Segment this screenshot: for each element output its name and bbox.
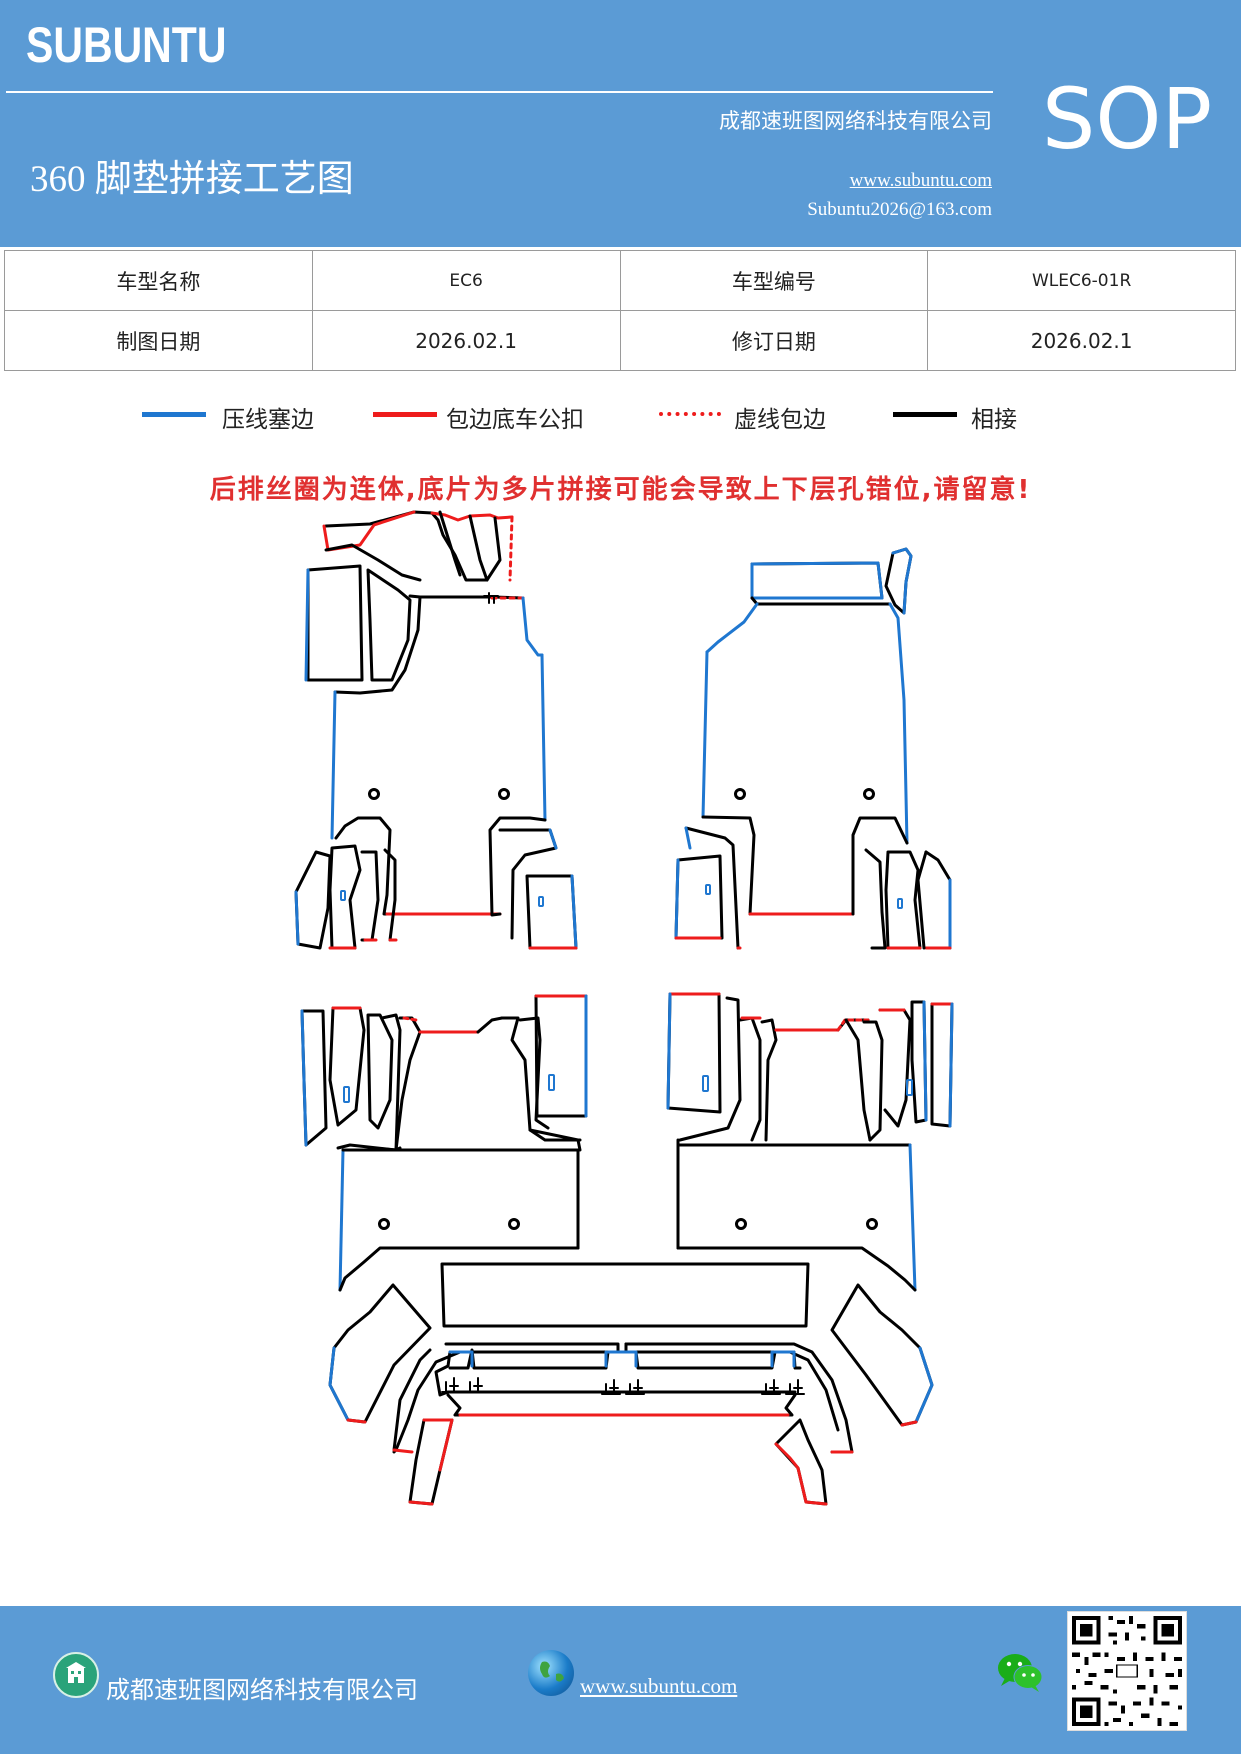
qr-code [1067,1611,1187,1731]
footer-website-link[interactable]: www.subuntu.com [580,1674,738,1698]
page-header: SUBUNTU 360 脚垫拼接工艺图 成都速班图网络科技有限公司 www.su… [0,0,1241,247]
brand-logo-text: SUBUNTU [26,17,227,73]
legend-swatch-black [893,412,957,417]
wechat-icon[interactable] [995,1650,1045,1694]
revise-date-label: 修订日期 [619,310,929,371]
legend-swatch-blue [142,412,206,417]
header-website-link[interactable]: www.subuntu.com [849,170,992,191]
draw-date-value: 2026.02.1 [311,310,621,371]
document-title: 360 脚垫拼接工艺图 [30,159,354,200]
table-row: 制图日期 2026.02.1 修订日期 2026.02.1 [4,310,1236,371]
legend-swatch-red [373,412,437,417]
vehicle-info-table: 车型名称 EC6 车型编号 WLEC6-01R 制图日期 2026.02.1 修… [4,250,1236,371]
globe-icon [528,1650,574,1696]
line-legend: 压线塞边 包边底车公扣 虚线包边 相接 [0,400,1241,440]
model-code-label: 车型编号 [619,250,929,311]
legend-swatch-red-dotted [659,412,721,416]
header-company-name: 成都速班图网络科技有限公司 [719,109,992,133]
draw-date-label: 制图日期 [4,310,313,371]
table-row: 车型名称 EC6 车型编号 WLEC6-01R [4,250,1236,311]
legend-label: 包边底车公扣 [446,407,584,432]
model-name-value: EC6 [311,250,621,311]
rear-left-mat [300,994,588,1292]
sop-label: SOP [1042,70,1213,168]
legend-label: 相接 [971,407,1017,432]
header-email: Subuntu2026@163.com [807,199,992,220]
header-divider [6,91,993,93]
front-right-mat [674,547,952,950]
front-left-mat [294,510,578,950]
building-icon [53,1652,99,1698]
legend-label: 压线塞边 [222,407,314,432]
revise-date-value: 2026.02.1 [927,310,1236,371]
rear-right-mat [666,992,954,1292]
legend-label: 虚线包边 [734,407,826,432]
warning-note: 后排丝圈为连体,底片为多片拼接可能会导致上下层孔错位,请留意! [209,475,1032,505]
model-code-value: WLEC6-01R [927,250,1236,311]
model-name-label: 车型名称 [4,250,313,311]
rear-bottom-mat [328,1246,934,1506]
footer-company-name: 成都速班图网络科技有限公司 [106,1678,418,1704]
page-footer: 成都速班图网络科技有限公司 www.subuntu.com [0,1606,1241,1754]
floor-mat-diagram [294,510,954,1506]
